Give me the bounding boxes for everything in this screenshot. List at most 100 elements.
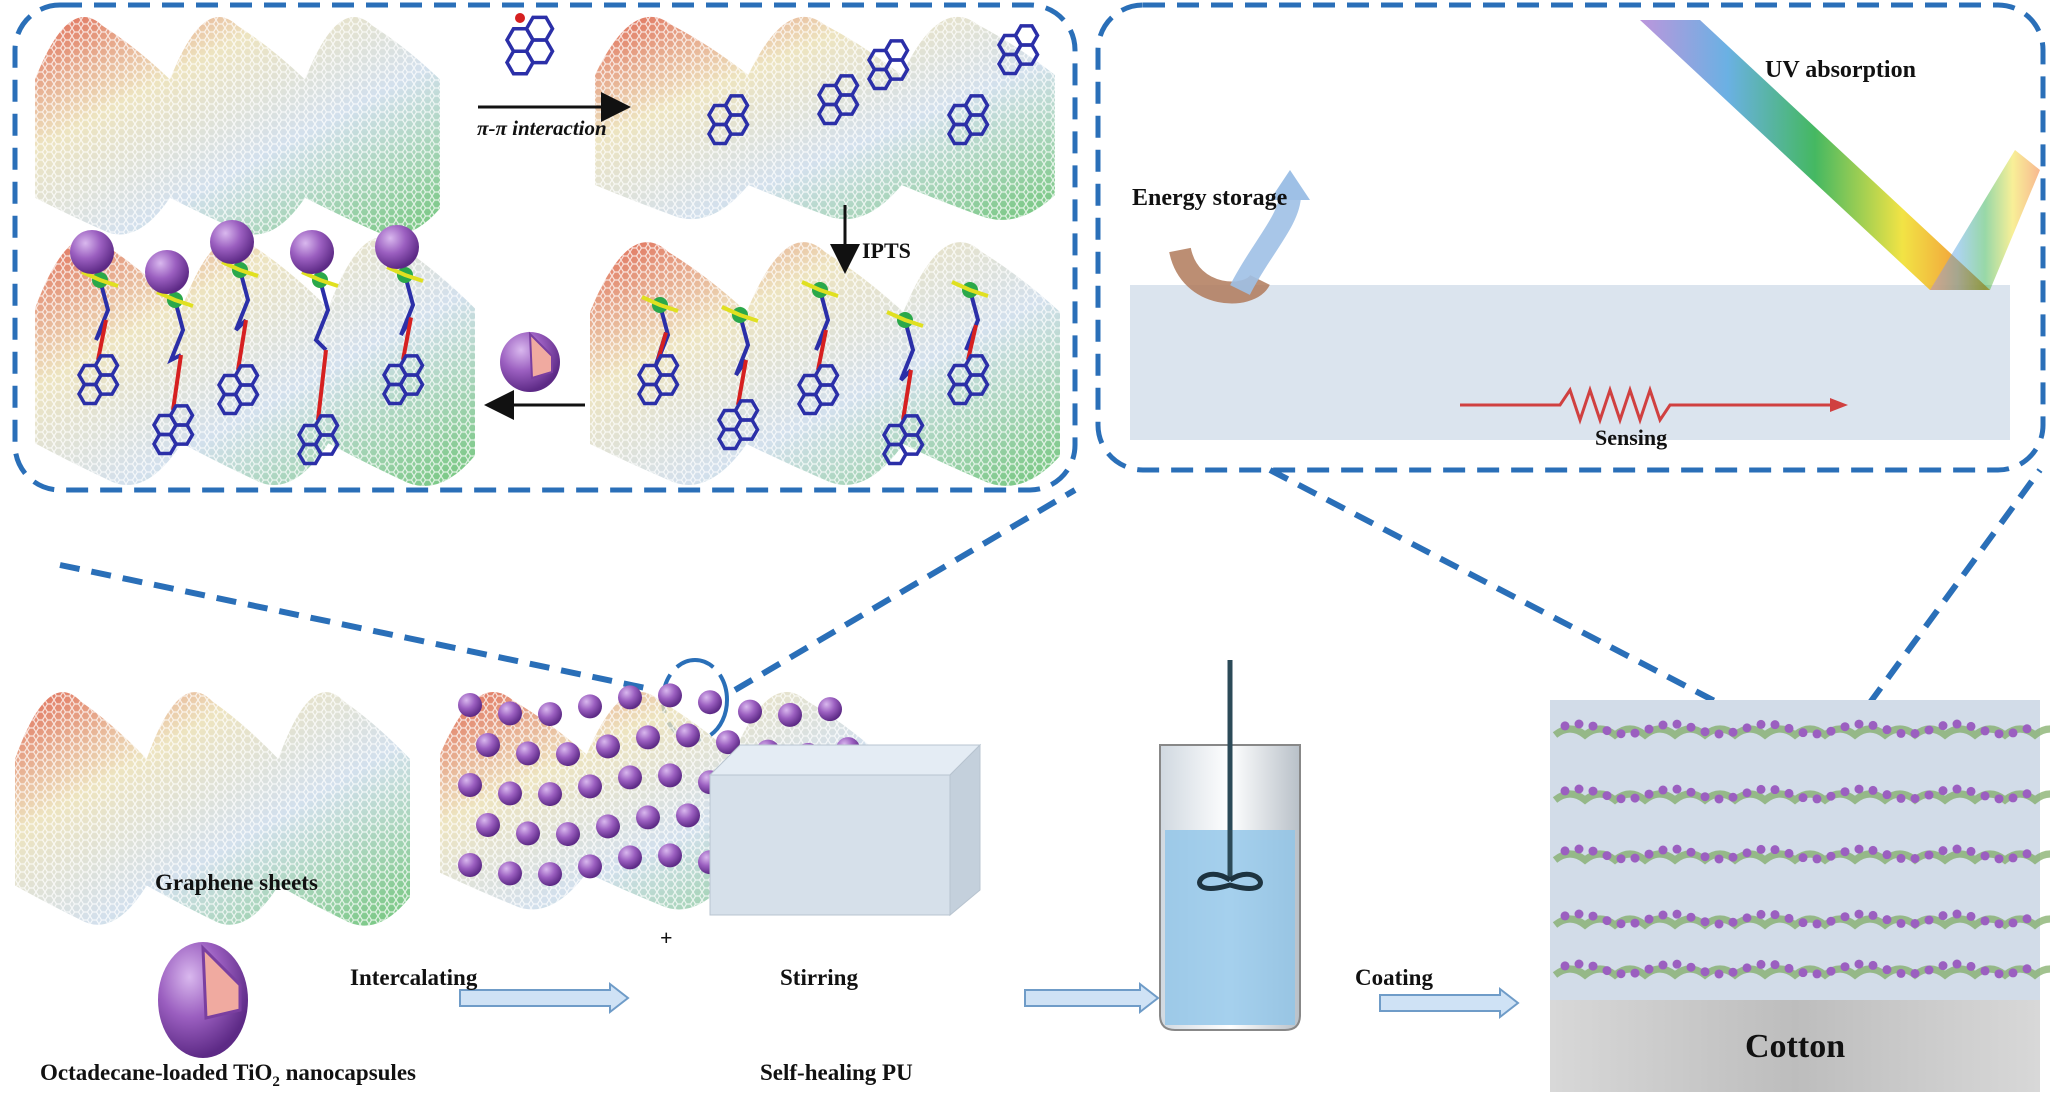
coating-nanocapsule-dot: [1784, 963, 1794, 973]
intercalated-nanocapsule: [538, 862, 562, 887]
intercalated-nanocapsule: [578, 694, 602, 719]
adsorbed-pyrene-ring: [833, 74, 860, 97]
coating-nanocapsule-dot: [1672, 959, 1682, 969]
function-dashed-box: [1095, 2, 2046, 473]
coating-nanocapsule-dot: [1924, 850, 1934, 860]
coating-nanocapsule-dot: [1798, 728, 1808, 738]
coating-nanocapsule-dot: [1560, 846, 1570, 856]
intercalated-nanocapsule: [458, 773, 482, 797]
grafted-pyrene-ring: [216, 392, 244, 416]
coating-nanocapsule-dot: [1756, 909, 1766, 919]
coating-nanocapsule-dot: [1882, 725, 1892, 735]
coating-nanocapsule-dot: [2008, 728, 2018, 738]
coating-nanocapsule-dot: [1714, 854, 1724, 864]
coating-nanocapsule-dot: [1910, 854, 1920, 864]
ipts-pyrene: [636, 354, 680, 406]
self-healing-pu-block-top: [708, 744, 982, 776]
coating-nanocapsule-dot: [1910, 919, 1920, 929]
grafted-linker-urethane: [236, 319, 248, 371]
coating-nanocapsule-dot: [1924, 725, 1934, 735]
coating-nanocapsule-dot: [1994, 729, 2004, 739]
coating-nanocapsule-dot: [1966, 911, 1976, 921]
coating-nanocapsule-dot: [1952, 909, 1962, 919]
coating-nanocapsule-dot: [1868, 910, 1878, 920]
grafted-linker-ethoxy: [221, 260, 259, 278]
nanocapsules-label-end: nanocapsules: [280, 1060, 416, 1085]
intercalated-nanocapsule: [538, 782, 562, 807]
nanocapsule-small-icon: [500, 331, 560, 392]
intercalated-nanocapsule: [556, 742, 580, 767]
intercalated-nanocapsule: [516, 741, 540, 766]
coating-nanocapsule-dot: [1672, 844, 1682, 854]
coating-nanocapsule-dot: [1658, 720, 1668, 730]
self-healing-pu-label: Self-healing PU: [760, 1060, 913, 1085]
adsorbed-pyrene-ring: [866, 67, 894, 91]
coating-nanocapsule-dot: [1630, 853, 1640, 863]
coating-nanocapsule-dot: [1630, 918, 1640, 928]
cotton-substrate: [1550, 1000, 2040, 1092]
coating-nanocapsule-dot: [1574, 784, 1584, 794]
coating-nanocapsule-dot: [1812, 969, 1822, 979]
intercalated-nanocapsule: [658, 763, 682, 788]
coating-nanocapsule-dot: [1938, 846, 1948, 856]
coating-nanocapsule-dot: [1756, 959, 1766, 969]
coating-nanocapsule-dot: [1966, 846, 1976, 856]
graphene-sheets-stack-lattice: [15, 692, 410, 926]
coating-nanocapsule-dot: [1686, 787, 1696, 797]
intercalated-nanocapsule: [676, 803, 700, 828]
intercalated-nanocapsule: [778, 702, 802, 727]
coating-layer-panel: [1130, 285, 2010, 440]
coating-nanocapsule-dot: [1616, 969, 1626, 979]
intercalated-nanocapsule: [498, 781, 522, 806]
coating-nanocapsule-dot: [1644, 849, 1654, 859]
adsorbed-pyrene-ring: [963, 94, 990, 117]
grafted-pyrene-ring: [398, 354, 425, 377]
coating-nanocapsule-dot: [1770, 785, 1780, 795]
ipts-linker-ethoxy: [721, 305, 759, 323]
coating-nanocapsule-dot: [1980, 916, 1990, 926]
coating-nanocapsule-dot: [1630, 793, 1640, 803]
coating-nanocapsule-dot: [1980, 791, 1990, 801]
coating-nanocapsule-dot: [1854, 784, 1864, 794]
intercalated-nanocapsule: [596, 814, 620, 839]
nanocapsules-label-main: Octadecane-loaded TiO: [40, 1060, 272, 1085]
coating-nanocapsule-dot: [1700, 727, 1710, 737]
coating-nanocapsule-dot: [1630, 728, 1640, 738]
coating-graphene-layer: [1552, 850, 2050, 865]
coating-nanocapsule-dot: [1896, 853, 1906, 863]
coating-nanocapsule-dot: [1952, 719, 1962, 729]
adsorbed-pyrene-ring: [816, 102, 844, 126]
coating-graphene-layer: [1552, 915, 2050, 930]
adsorbed-pyrene-ring: [883, 39, 910, 62]
reflected-light-beam: [1930, 150, 2040, 290]
graphene-sheet-ipts-lattice: [590, 242, 1060, 486]
grafted-pyrene-ring: [168, 404, 195, 427]
coating-nanocapsule-dot: [1588, 786, 1598, 796]
coating-nanocapsule-dot: [1756, 719, 1766, 729]
intercalated-nanocapsule: [476, 813, 500, 837]
intercalated-nanocapsule: [738, 699, 762, 724]
coating-graphene-layer: [1552, 725, 2050, 740]
intercalated-nanocapsule: [458, 853, 482, 877]
coating-nanocapsule-dot: [1658, 845, 1668, 855]
coating-nanocapsule-dot: [1812, 854, 1822, 864]
grafted-pyrene-ring: [151, 432, 179, 456]
coating-nanocapsule-dot: [2022, 789, 2032, 799]
coating-nanocapsule-dot: [1938, 961, 1948, 971]
coating-nanocapsule-dot: [1588, 846, 1598, 856]
coating-nanocapsule-dot: [1602, 791, 1612, 801]
synthesis-dashed-box: [12, 2, 1078, 493]
coating-nanocapsule-dot: [1980, 966, 1990, 976]
coating-nanocapsule-dot: [1966, 721, 1976, 731]
coating-nanocapsule-dot: [1770, 910, 1780, 920]
coating-nanocapsule-dot: [1896, 793, 1906, 803]
coating-nanocapsule-dot: [1994, 919, 2004, 929]
grafted-linker-chain: [399, 274, 416, 336]
graphene-sheet-1-lattice: [35, 16, 440, 236]
ipts-linker-ethoxy: [886, 310, 924, 328]
coating-nanocapsule-dot: [1910, 729, 1920, 739]
coating-nanocapsule-dot: [1994, 794, 2004, 804]
ipts-linker-chain: [899, 319, 916, 382]
coating-nanocapsule-dot: [1770, 720, 1780, 730]
